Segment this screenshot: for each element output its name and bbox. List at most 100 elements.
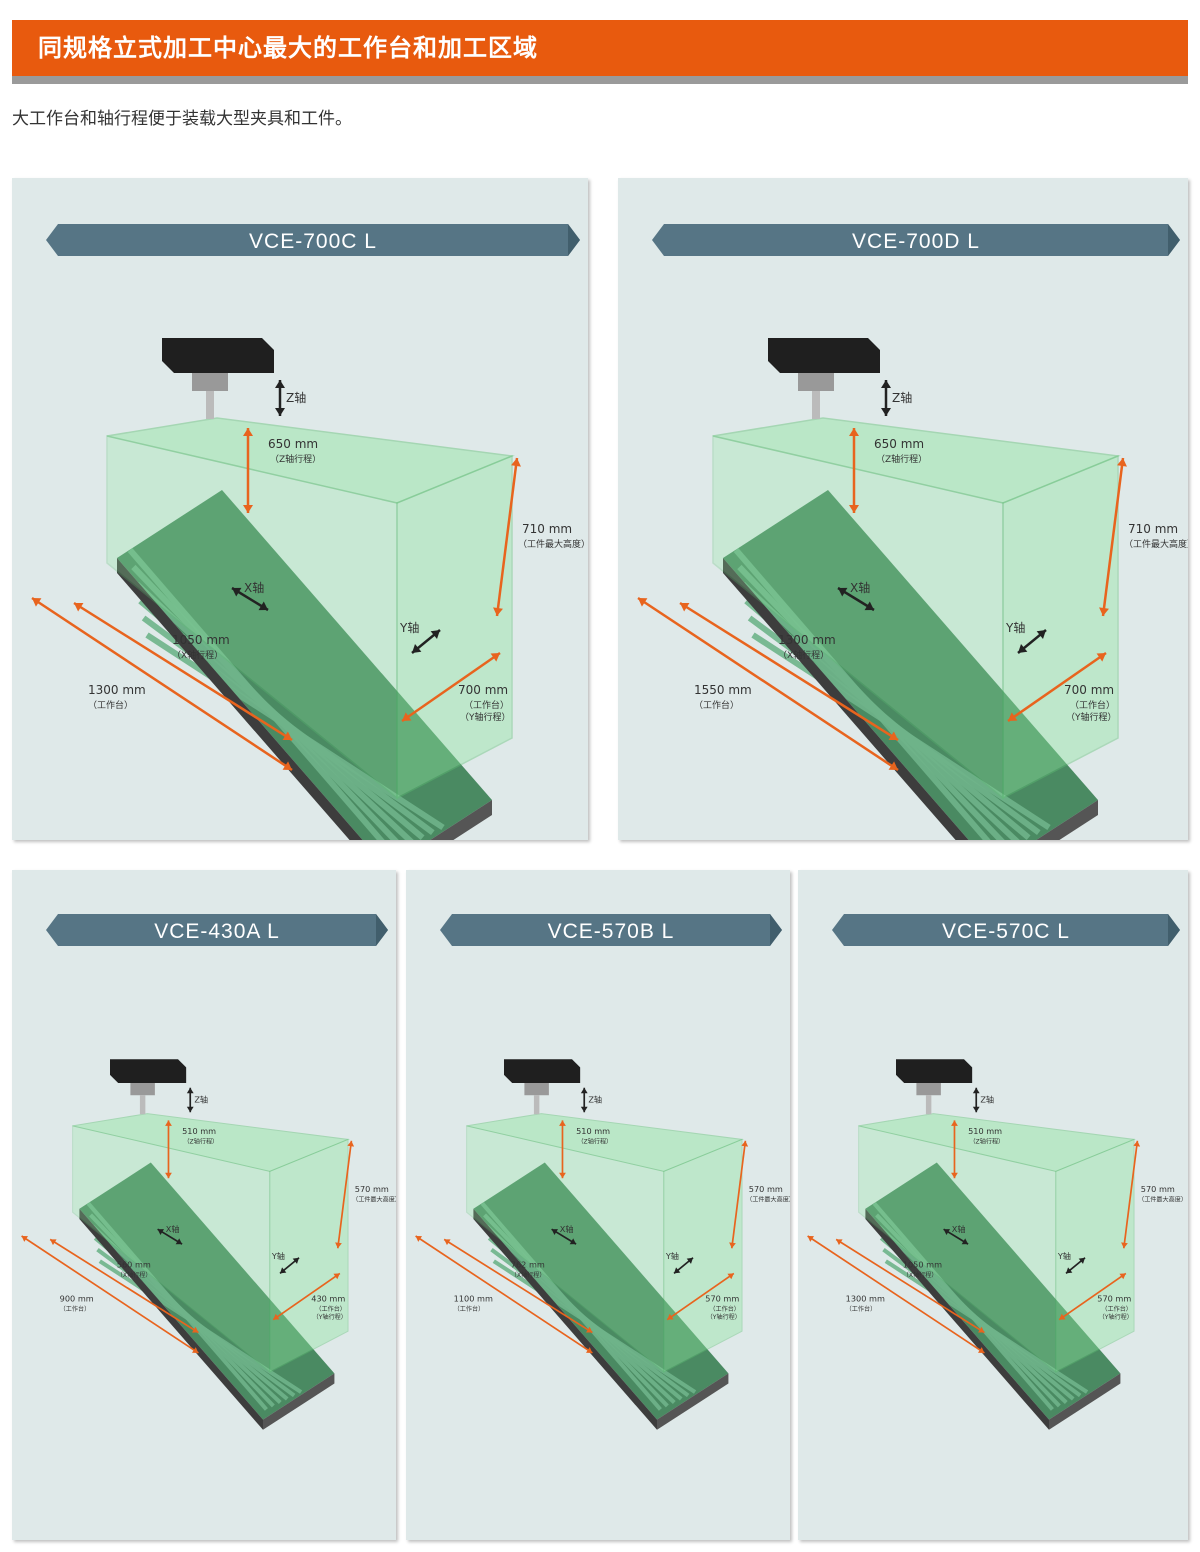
z-axis-label: Z轴 [286, 390, 306, 405]
height-arrow [493, 457, 521, 617]
table-slot-5 [751, 632, 1051, 831]
table-top [865, 1162, 1121, 1420]
z-travel-note: （Z轴行程） [577, 1138, 612, 1146]
y-travel-arrow [272, 1272, 341, 1321]
y-axis-label: Y轴 [1005, 620, 1025, 635]
banner-shade [1168, 224, 1180, 256]
table-length-value: 1550 mm [694, 683, 752, 697]
table-top [473, 1162, 729, 1420]
z-travel-value: 510 mm [576, 1126, 610, 1136]
banner-shade [770, 914, 782, 946]
y-travel-note1: （工作台） [1070, 699, 1115, 711]
model-banner [440, 914, 782, 946]
table-length-note: （工作台） [694, 699, 739, 711]
y-travel-note2: （Y轴行程） [460, 711, 511, 723]
z-travel-note: （Z轴行程） [270, 453, 321, 465]
banner-shade [376, 914, 388, 946]
section-header: 同规格立式加工中心最大的工作台和加工区域 [12, 20, 1188, 84]
section-title: 同规格立式加工中心最大的工作台和加工区域 [38, 34, 538, 62]
spindle-head [768, 338, 880, 373]
x-travel-note: （X轴行程） [903, 1271, 938, 1279]
envelope-top [712, 417, 1121, 504]
y-travel-value: 700 mm [458, 683, 508, 697]
table-length-arrow [415, 1235, 593, 1354]
height-arrow [1121, 1140, 1141, 1249]
table-top [117, 490, 492, 840]
x-axis-arrow [943, 1228, 969, 1245]
table-slot-5 [145, 632, 445, 831]
x-travel-arrow [835, 1238, 985, 1334]
height-value: 570 mm [1141, 1184, 1175, 1194]
z-travel-note: （Z轴行程） [969, 1138, 1004, 1146]
height-note: （工件最大高度） [518, 538, 588, 550]
z-travel-arrow [559, 1120, 566, 1179]
x-travel-value: 560 mm [117, 1259, 151, 1269]
table-length-arrow [637, 596, 899, 772]
envelope-top [466, 1113, 744, 1172]
x-axis-label: X轴 [850, 580, 870, 595]
z-travel-note: （Z轴行程） [183, 1138, 218, 1146]
y-travel-note1: （工作台） [464, 699, 509, 711]
table-length-value: 1100 mm [454, 1293, 493, 1303]
y-travel-value: 700 mm [1064, 683, 1114, 697]
y-travel-note1: （工作台） [709, 1305, 740, 1313]
table-length-note: （工作台） [88, 699, 133, 711]
y-travel-note2: （Y轴行程） [1099, 1313, 1133, 1321]
z-travel-value: 510 mm [182, 1126, 216, 1136]
model-banner [46, 914, 388, 946]
spindle-holder [130, 1083, 155, 1096]
model-name: VCE-430A L [154, 920, 280, 943]
spindle-tool [925, 1095, 932, 1115]
spindle-holder [524, 1083, 549, 1096]
x-travel-note: （X轴行程） [117, 1271, 152, 1279]
model-name: VCE-700D L [852, 230, 980, 253]
x-travel-value: 1050 mm [903, 1259, 942, 1269]
height-note: （工件最大高度） [352, 1195, 396, 1203]
table-top [723, 490, 1098, 840]
table-slot-5 [98, 1259, 303, 1394]
y-axis-label: Y轴 [271, 1251, 285, 1261]
spindle-head [504, 1059, 581, 1083]
envelope-side [1002, 454, 1119, 800]
y-axis-arrow [673, 1257, 694, 1275]
z-travel-value: 510 mm [968, 1126, 1002, 1136]
envelope-front [72, 1125, 271, 1374]
table-length-value: 1300 mm [88, 683, 146, 697]
envelope-side [1055, 1138, 1135, 1373]
model-banner [46, 224, 580, 256]
table-front [79, 1208, 264, 1430]
table-slot-5 [884, 1259, 1089, 1394]
x-axis-arrow [157, 1228, 183, 1245]
table-front [473, 1208, 657, 1430]
section-subtitle: 大工作台和轴行程便于装载大型夹具和工件。 [12, 109, 352, 129]
table-side [430, 800, 492, 840]
table-front [723, 558, 969, 840]
y-travel-note1: （工作台） [1101, 1305, 1132, 1313]
height-note: （工件最大高度） [746, 1195, 790, 1203]
spindle-head [162, 338, 274, 373]
table-side [1049, 1373, 1121, 1430]
envelope-top [72, 1113, 350, 1172]
z-axis-arrow [580, 1087, 588, 1113]
table-length-note: （工作台） [60, 1305, 91, 1313]
model-banner [652, 224, 1180, 256]
table-slot-5 [492, 1259, 697, 1394]
z-travel-value: 650 mm [874, 437, 924, 451]
spindle-holder [192, 373, 228, 391]
z-travel-value: 650 mm [268, 437, 318, 451]
y-axis-label: Y轴 [399, 620, 419, 635]
table-length-arrow [31, 596, 293, 772]
z-travel-arrow [849, 428, 859, 513]
table-length-arrow [21, 1235, 199, 1354]
envelope-top [858, 1113, 1136, 1172]
table-front [865, 1208, 1049, 1430]
spindle-tool [812, 391, 820, 419]
model-banner [832, 914, 1180, 946]
model-name: VCE-570C L [942, 920, 1070, 943]
model-name: VCE-570B L [548, 920, 675, 943]
